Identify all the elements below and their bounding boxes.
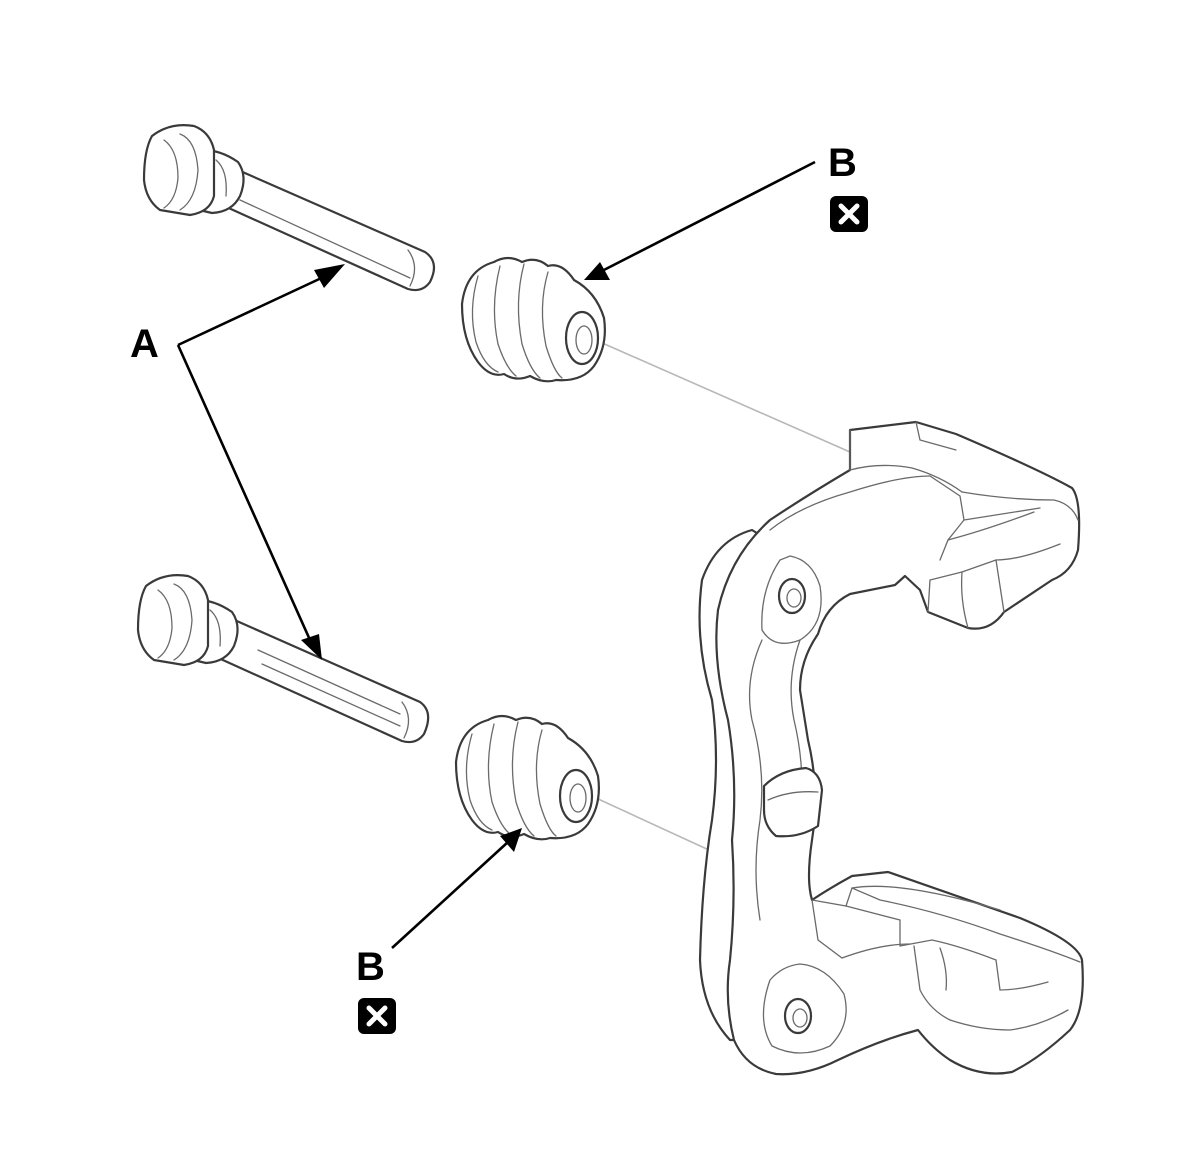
x-box-icon	[830, 196, 868, 232]
lower-guide-line	[595, 797, 723, 857]
label-b-upper-arrowhead	[584, 262, 610, 280]
x-box-icon	[358, 998, 396, 1034]
label-b-lower-arrowhead	[500, 828, 522, 852]
label-b-lower-leader	[391, 841, 509, 949]
label-b-lower: B	[356, 945, 385, 989]
label-a-arrowhead-lower	[301, 634, 322, 660]
upper-pin-boot	[460, 256, 606, 383]
caliper-bracket	[698, 420, 1084, 1076]
lower-guide-pin	[136, 574, 430, 744]
label-b-upper-leader	[599, 160, 816, 274]
label-a-leader-upper	[177, 272, 331, 347]
label-b-upper: B	[828, 141, 857, 185]
label-a-leader-lower	[176, 344, 312, 641]
label-a-arrowhead-upper	[314, 264, 345, 288]
upper-guide-pin	[142, 124, 436, 292]
lower-pin-boot	[454, 714, 600, 841]
upper-guide-line	[599, 341, 851, 453]
label-a: A	[130, 322, 159, 366]
